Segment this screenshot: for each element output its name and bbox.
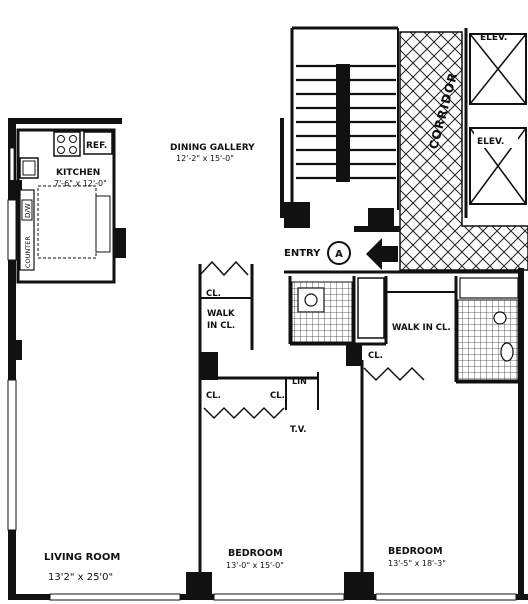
- basin-1: [304, 293, 318, 307]
- dishwasher: [21, 199, 33, 221]
- elevator-1-label: ELEV.: [480, 33, 507, 43]
- entry-label: ENTRY: [284, 248, 321, 259]
- living-room-label: LIVING ROOM: [44, 552, 120, 563]
- ref-label: REF.: [86, 141, 107, 151]
- toilet-2: [500, 342, 514, 362]
- closet-1-label: CL.: [206, 289, 221, 299]
- elevator-2-label: ELEV.: [477, 137, 504, 147]
- sink: [19, 157, 39, 179]
- living-room-dims: 13'2" x 25'0": [48, 572, 113, 583]
- kitchen-label: KITCHEN: [56, 168, 100, 178]
- elevator-1: ELEV.: [469, 33, 527, 105]
- building-core: CORRIDOR ELEV. ELEV.: [284, 26, 528, 271]
- closet-2-label: CL.: [368, 351, 383, 361]
- bedroom-2-label: BEDROOM: [388, 546, 443, 557]
- counter-label: COUNTER: [24, 236, 32, 268]
- entry-arrow: [366, 238, 398, 270]
- room-labels: WALK IN CL. CL. WALK IN CL. CL. CL. CL. …: [44, 289, 451, 583]
- closet-4-label: CL.: [270, 391, 285, 401]
- refrigerator: [83, 131, 113, 155]
- stairwell: [284, 26, 399, 228]
- kitchen: REF. D/W COUNTER KITCHEN 7'-6" x 12'-0": [16, 128, 116, 284]
- walk-in-closet-2-label: WALK IN CL.: [392, 323, 451, 333]
- walk-in-closet-1-label-a: WALK: [207, 309, 235, 319]
- bedroom-2-dims: 13'-5" x 18'-3": [388, 559, 446, 568]
- closet-3-label: CL.: [206, 391, 221, 401]
- dining-gallery-dims: 12'-2" x 15'-0": [176, 154, 234, 163]
- dw-label: D/W: [24, 203, 32, 218]
- tv-label: T.V.: [290, 425, 306, 435]
- bathroom-2: [457, 277, 519, 381]
- dining-gallery-label: DINING GALLERY: [170, 143, 255, 153]
- basin-2: [493, 311, 507, 325]
- bedroom-1-label: BEDROOM: [228, 548, 283, 559]
- closet-doors: [199, 260, 425, 420]
- dining-gallery: DINING GALLERY 12'-2" x 15'-0": [170, 143, 255, 163]
- kitchen-dims: 7'-6" x 12'-0": [54, 179, 107, 188]
- bathroom-1: [291, 277, 385, 343]
- entry-marker: [327, 241, 351, 265]
- tub-1: [357, 277, 385, 339]
- bedroom-1-dims: 13'-0" x 15'-0": [226, 561, 284, 570]
- entry: ENTRY A: [284, 226, 400, 270]
- entry-marker-label: A: [335, 249, 343, 260]
- walk-in-closet-1-label-b: IN CL.: [207, 321, 235, 331]
- interior-walls: [198, 264, 522, 596]
- elevator-2: ELEV.: [469, 127, 527, 205]
- windows: [7, 147, 517, 601]
- linen-label: LIN: [292, 377, 307, 386]
- corridor: CORRIDOR: [399, 31, 528, 271]
